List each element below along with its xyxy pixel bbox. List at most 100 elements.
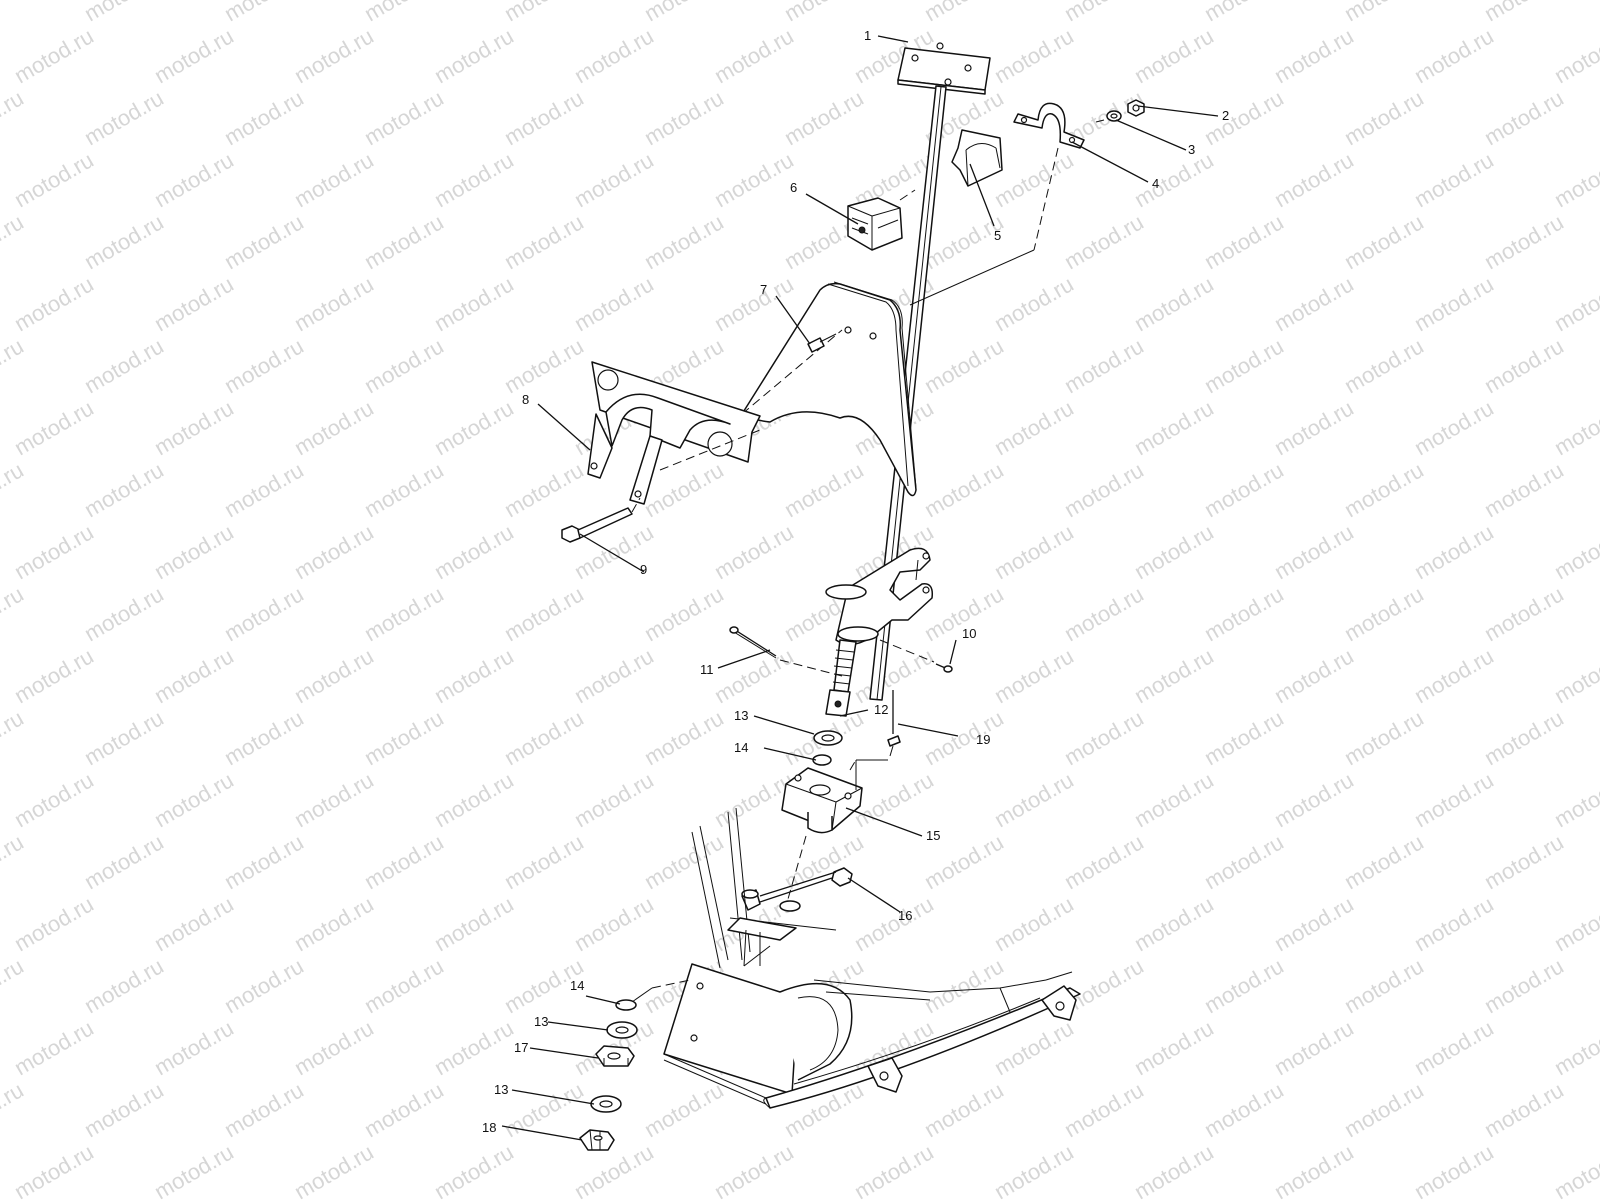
watermark-text: motod.ru: [0, 85, 28, 150]
callout-2: 2: [1222, 108, 1229, 123]
watermark-text: motod.ru: [430, 767, 518, 832]
watermark-text: motod.ru: [1480, 581, 1568, 646]
watermark-text: motod.ru: [1410, 271, 1498, 336]
watermark-text: motod.ru: [430, 271, 518, 336]
watermark-text: motod.ru: [570, 643, 658, 708]
watermark-text: motod.ru: [780, 85, 868, 150]
watermark-text: motod.ru: [500, 705, 588, 770]
watermark-text: motod.ru: [150, 767, 238, 832]
watermark-text: motod.ru: [640, 209, 728, 274]
watermark-text: motod.ru: [10, 395, 98, 460]
watermark-text: motod.ru: [1410, 395, 1498, 460]
watermark-text: motod.ru: [150, 271, 238, 336]
watermark-text: motod.ru: [80, 0, 168, 26]
callout-11: 11: [700, 662, 714, 677]
watermark-text: motod.ru: [1060, 1077, 1148, 1142]
watermark-text: motod.ru: [220, 457, 308, 522]
watermark-text: motod.ru: [1270, 1015, 1358, 1080]
watermark-text: motod.ru: [10, 767, 98, 832]
watermark-text: motod.ru: [1340, 457, 1428, 522]
callout-5: 5: [994, 228, 1001, 243]
watermark-text: motod.ru: [430, 147, 518, 212]
watermark-text: motod.ru: [360, 85, 448, 150]
watermark-text: motod.ru: [710, 23, 798, 88]
watermark-text: motod.ru: [290, 271, 378, 336]
watermark-text: motod.ru: [1200, 457, 1288, 522]
watermark-text: motod.ru: [990, 767, 1078, 832]
watermark-text: motod.ru: [710, 519, 798, 584]
watermark-text: motod.ru: [220, 0, 308, 26]
part-14-ring-lower: [615, 999, 637, 1011]
watermark-text: motod.ru: [640, 705, 728, 770]
watermark-text: motod.ru: [1340, 705, 1428, 770]
watermark-text: motod.ru: [920, 0, 1008, 26]
callout-12: 12: [874, 702, 888, 717]
watermark-text: motod.ru: [1550, 23, 1600, 88]
lower-stack: [579, 987, 653, 1151]
callout-17: 17: [514, 1040, 528, 1055]
watermark-text: motod.ru: [850, 767, 938, 832]
part-9-bolt: [561, 497, 641, 543]
watermark-text: motod.ru: [290, 395, 378, 460]
watermark-text: motod.ru: [780, 457, 868, 522]
watermark-text: motod.ru: [1200, 85, 1288, 150]
watermark-text: motod.ru: [1270, 23, 1358, 88]
watermark-text: motod.ru: [1200, 209, 1288, 274]
watermark-text: motod.ru: [360, 209, 448, 274]
watermark-text: motod.ru: [1480, 705, 1568, 770]
watermark-text: motod.ru: [150, 23, 238, 88]
watermark-text: motod.ru: [500, 581, 588, 646]
watermark-text: motod.ru: [500, 1077, 588, 1142]
watermark-text: motod.ru: [920, 705, 1008, 770]
watermark-text: motod.ru: [990, 643, 1078, 708]
watermark-text: motod.ru: [360, 953, 448, 1018]
watermark-text: motod.ru: [990, 395, 1078, 460]
watermark-text: motod.ru: [1550, 147, 1600, 212]
part-11-pin: [729, 626, 843, 677]
watermark-text: motod.ru: [1480, 953, 1568, 1018]
steering-assembly-drawing: [561, 42, 1145, 1151]
watermark-text: motod.ru: [1200, 1077, 1288, 1142]
watermark-text: motod.ru: [640, 0, 728, 26]
part-6-mount: [847, 189, 916, 251]
watermark-text: motod.ru: [1130, 1139, 1218, 1200]
watermark-text: motod.ru: [1270, 1139, 1358, 1200]
watermark-text: motod.ru: [0, 0, 28, 26]
watermark-text: motod.ru: [220, 333, 308, 398]
watermark-text: motod.ru: [570, 891, 658, 956]
watermark-text: motod.ru: [360, 705, 448, 770]
watermark-text: motod.ru: [150, 1015, 238, 1080]
watermark-text: motod.ru: [1200, 333, 1288, 398]
watermark-text: motod.ru: [500, 0, 588, 26]
watermark-text: motod.ru: [0, 457, 28, 522]
watermark-text: motod.ru: [1060, 581, 1148, 646]
part-17-nut: [595, 1045, 635, 1067]
callout-1: 1: [864, 28, 871, 43]
watermark-text: motod.ru: [80, 333, 168, 398]
part-14-ring-upper: [812, 754, 832, 766]
watermark-text: motod.ru: [990, 519, 1078, 584]
watermark-text: motod.ru: [710, 271, 798, 336]
watermark-text: motod.ru: [920, 457, 1008, 522]
watermark-text: motod.ru: [500, 209, 588, 274]
watermark-text: motod.ru: [990, 891, 1078, 956]
watermark-text: motod.ru: [1550, 643, 1600, 708]
watermark-text: motod.ru: [220, 85, 308, 150]
watermark-text: motod.ru: [80, 953, 168, 1018]
callout-7: 7: [760, 282, 767, 297]
watermark-text: motod.ru: [10, 643, 98, 708]
watermark-text: motod.ru: [0, 705, 28, 770]
watermark-text: motod.ru: [220, 581, 308, 646]
watermark-text: motod.ru: [220, 705, 308, 770]
watermark-text: motod.ru: [1550, 1015, 1600, 1080]
part-16-bolt: [741, 867, 853, 912]
watermark-text: motod.ru: [1200, 705, 1288, 770]
watermark-text: motod.ru: [0, 209, 28, 274]
callout-4: 4: [1152, 176, 1159, 191]
watermark-text: motod.ru: [640, 1077, 728, 1142]
watermark-text: motod.ru: [1480, 1077, 1568, 1142]
watermark-text: motod.ru: [150, 891, 238, 956]
watermark-text: motod.ru: [1060, 333, 1148, 398]
watermark-text: motod.ru: [1340, 85, 1428, 150]
